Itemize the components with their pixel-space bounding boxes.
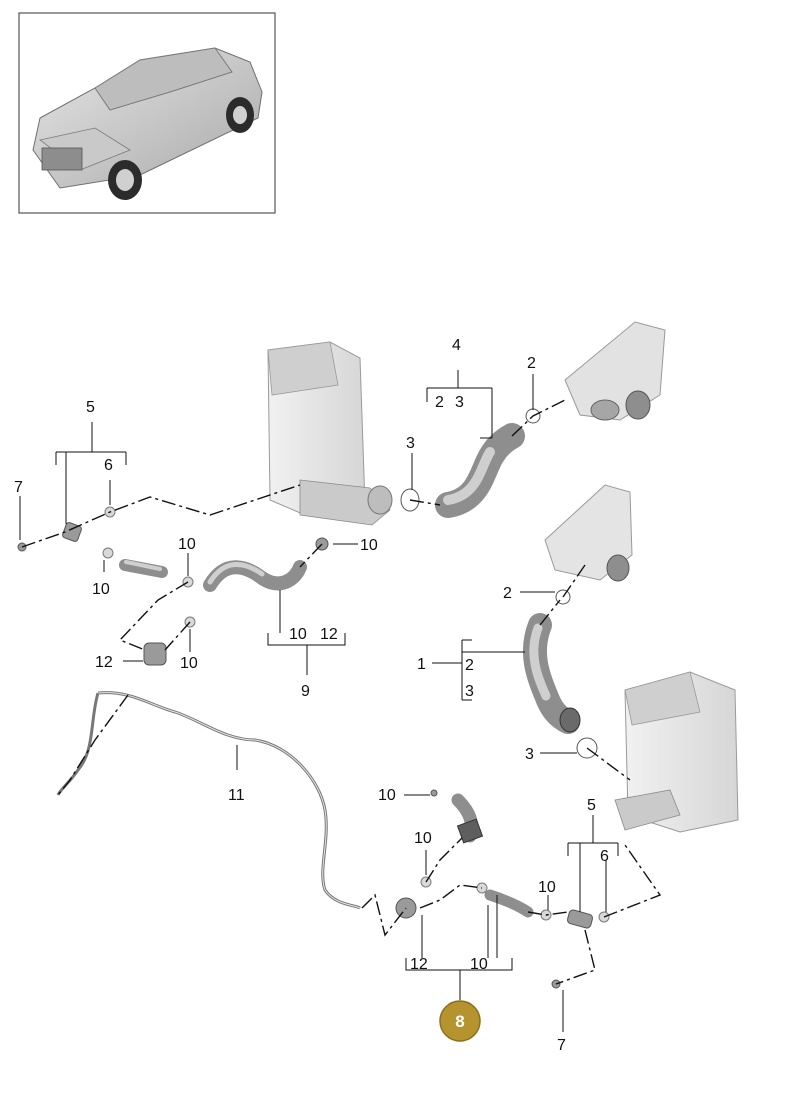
callout-12-bottom: 12 [410, 956, 428, 973]
callout-7-right: 7 [557, 1037, 566, 1054]
callout-9: 9 [301, 683, 310, 700]
badge-label: 8 [455, 1012, 464, 1031]
callout-4: 4 [452, 337, 461, 354]
callout-labels: 4 2 3 2 3 5 6 7 10 10 10 10 12 9 12 10 2… [14, 337, 609, 1054]
hose-left-small [119, 559, 168, 578]
callout-10-e: 10 [180, 655, 198, 672]
assembly-badge-8[interactable]: 8 [439, 1000, 481, 1042]
intercooler-upper-illustration [267, 341, 393, 526]
callout-10-g: 10 [414, 830, 432, 847]
callout-10-bottom: 10 [470, 956, 488, 973]
callout-9-sub-12: 12 [320, 626, 338, 643]
callout-7-left: 7 [14, 479, 23, 496]
callout-10-b: 10 [92, 581, 110, 598]
turbo-middle-illustration [544, 484, 633, 582]
callout-5-right: 5 [587, 797, 596, 814]
hose-lower-horizontal [484, 889, 534, 918]
callout-10-h: 10 [538, 879, 556, 896]
turbo-upper-illustration [564, 321, 666, 421]
callout-12-left: 12 [95, 654, 113, 671]
callout-1: 1 [417, 656, 426, 673]
hose-lower-vertical [451, 793, 484, 844]
hose-9 [203, 560, 307, 592]
callout-10-f: 10 [378, 787, 396, 804]
callout-2-top: 2 [527, 355, 536, 372]
connection-lines [21, 399, 662, 985]
charge-pipe-lower [522, 613, 581, 734]
charge-pipe-upper [435, 423, 525, 518]
callout-10-c: 10 [360, 537, 378, 554]
callout-1-sub-2: 2 [465, 657, 474, 674]
intercooler-lower-illustration [614, 671, 739, 833]
callout-6-right: 6 [600, 848, 609, 865]
callout-11: 11 [228, 787, 245, 804]
wiring-harness-11 [56, 691, 361, 910]
callout-3-top: 3 [406, 435, 415, 452]
callout-2-mid: 2 [503, 585, 512, 602]
callout-3-right: 3 [525, 746, 534, 763]
callout-4-sub-2: 2 [435, 394, 444, 411]
callout-9-sub-10: 10 [289, 626, 307, 643]
callout-10-a: 10 [178, 536, 196, 553]
car-illustration [32, 47, 263, 200]
leader-lines [19, 370, 619, 1032]
vehicle-thumbnail [18, 12, 276, 214]
badge-circle [439, 1000, 481, 1042]
callout-1-sub-3: 3 [465, 683, 474, 700]
callout-5-left: 5 [86, 399, 95, 416]
callout-6-left: 6 [104, 457, 113, 474]
callout-4-sub-3: 3 [455, 394, 464, 411]
